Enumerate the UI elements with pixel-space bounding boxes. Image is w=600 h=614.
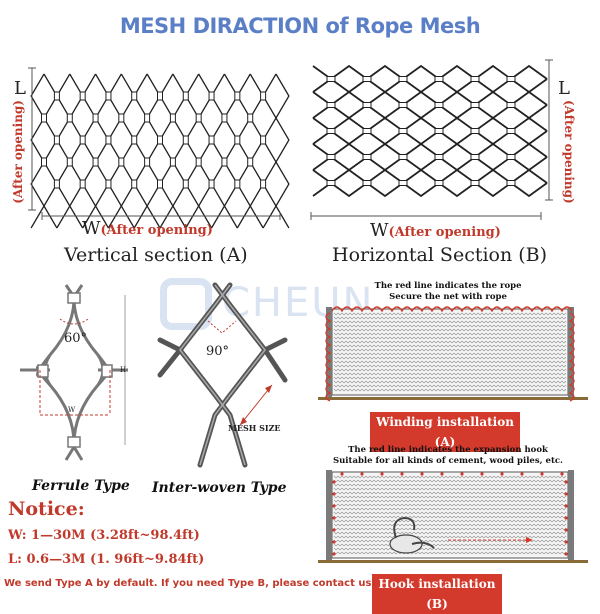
vertical-dim-w-label: W(After opening) bbox=[82, 218, 213, 239]
horizontal-section-title: Horizontal Section (B) bbox=[332, 244, 548, 266]
hook-label: Hook installation (B) bbox=[372, 574, 502, 614]
horizontal-after-opening-l: (After opening) bbox=[562, 100, 576, 204]
expansion-hook-icon bbox=[389, 516, 435, 554]
hook-net-panel bbox=[318, 470, 588, 563]
interwoven-angle: 90° bbox=[206, 344, 230, 359]
horizontal-dim-w: W bbox=[370, 220, 389, 241]
vertical-dim-l: L bbox=[14, 78, 26, 99]
notice-l-range: L: 0.6—3M (1. 96ft~9.84ft) bbox=[8, 552, 205, 567]
vertical-dim-w: W bbox=[82, 218, 101, 239]
horizontal-after-opening-w: (After opening) bbox=[388, 225, 501, 240]
interwoven-caption: Inter-woven Type bbox=[152, 480, 287, 496]
horizontal-dim-l: L bbox=[558, 78, 570, 99]
horizontal-mesh-lines bbox=[312, 64, 548, 198]
winding-note: The red line indicates the rope Secure t… bbox=[318, 281, 578, 303]
vertical-after-opening-w: (After opening) bbox=[100, 223, 213, 238]
ferrule-caption: Ferrule Type bbox=[32, 478, 130, 494]
notice-w-range: W: 1—30M (3.28ft~98.4ft) bbox=[8, 528, 200, 543]
interwoven-type-diagram bbox=[157, 282, 288, 468]
winding-note-line1: The red line indicates the rope bbox=[374, 281, 522, 291]
vertical-after-opening-l: (After opening) bbox=[11, 100, 25, 204]
watermark-logo bbox=[160, 278, 212, 330]
winding-installation-diagram bbox=[318, 306, 588, 402]
winding-label: Winding installation (A) bbox=[370, 412, 520, 452]
interwoven-mesh-size: MESH SIZE bbox=[228, 423, 281, 433]
ferrule-angle: 60° bbox=[64, 331, 88, 346]
hook-note-line1: The red line indicates the expansion hoo… bbox=[348, 445, 548, 455]
page-title: MESH DIRACTION of Rope Mesh bbox=[119, 14, 481, 38]
vertical-mesh-diagram bbox=[28, 67, 290, 229]
notice-footer: We send Type A by default. If you need T… bbox=[4, 578, 376, 589]
ferrule-type-diagram bbox=[20, 284, 128, 461]
winding-note-line2: Secure the net with rope bbox=[389, 292, 507, 302]
notice-title: Notice: bbox=[8, 498, 85, 520]
ferrule-h-label: H bbox=[120, 366, 127, 374]
vertical-section-title: Vertical section (A) bbox=[64, 244, 248, 266]
horizontal-dim-w-label: W(After opening) bbox=[370, 220, 501, 241]
ferrule-w-label: W bbox=[68, 406, 76, 414]
horizontal-mesh-diagram bbox=[310, 59, 553, 220]
vertical-mesh-lines bbox=[30, 73, 290, 229]
hook-installation-diagram bbox=[318, 470, 588, 563]
winding-net-panel bbox=[318, 306, 588, 402]
hook-note: The red line indicates the expansion hoo… bbox=[318, 445, 578, 467]
hook-note-line2: Suitable for all kinds of cement, wood p… bbox=[332, 456, 564, 466]
